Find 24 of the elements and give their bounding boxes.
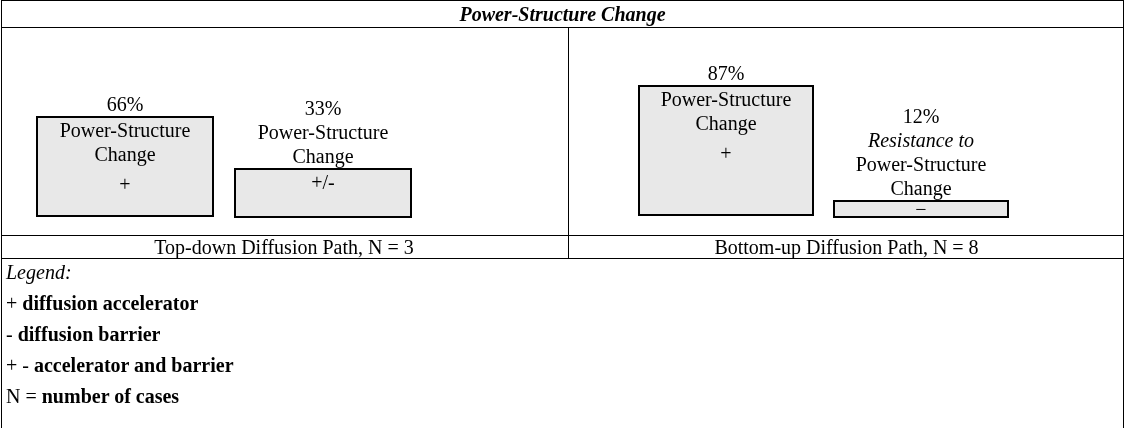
table-title: Power-Structure Change [458,2,667,26]
bar-caption: Resistance to Power-Structure Change [854,128,988,200]
sign-label: + [720,141,732,165]
percentage-label: 33% [304,96,342,120]
bar-label: Power-Structure Change [659,87,793,135]
bar [833,200,1009,218]
legend-entry: + diffusion accelerator [6,291,199,315]
bar [638,85,814,216]
legend-heading: Legend: [6,260,72,284]
bar-caption: Power-Structure Change [256,120,390,168]
percentage-label: 87% [707,61,745,85]
legend-entry: - diffusion barrier [6,322,161,346]
column-footer: Top-down Diffusion Path, N = 3 [0,237,568,257]
column-footer: Bottom-up Diffusion Path, N = 8 [569,237,1124,257]
bar [36,116,214,217]
legend-entry: N = number of cases [6,384,180,408]
bar [234,168,412,218]
legend-entry: + - accelerator and barrier [6,353,234,377]
sign-label: + [119,172,131,196]
percentage-label: 66% [106,92,144,116]
sign-label: − [915,202,927,216]
bar-label: Power-Structure Change [58,118,192,166]
sign-label: +/- [311,170,335,194]
percentage-label: 12% [902,104,940,128]
